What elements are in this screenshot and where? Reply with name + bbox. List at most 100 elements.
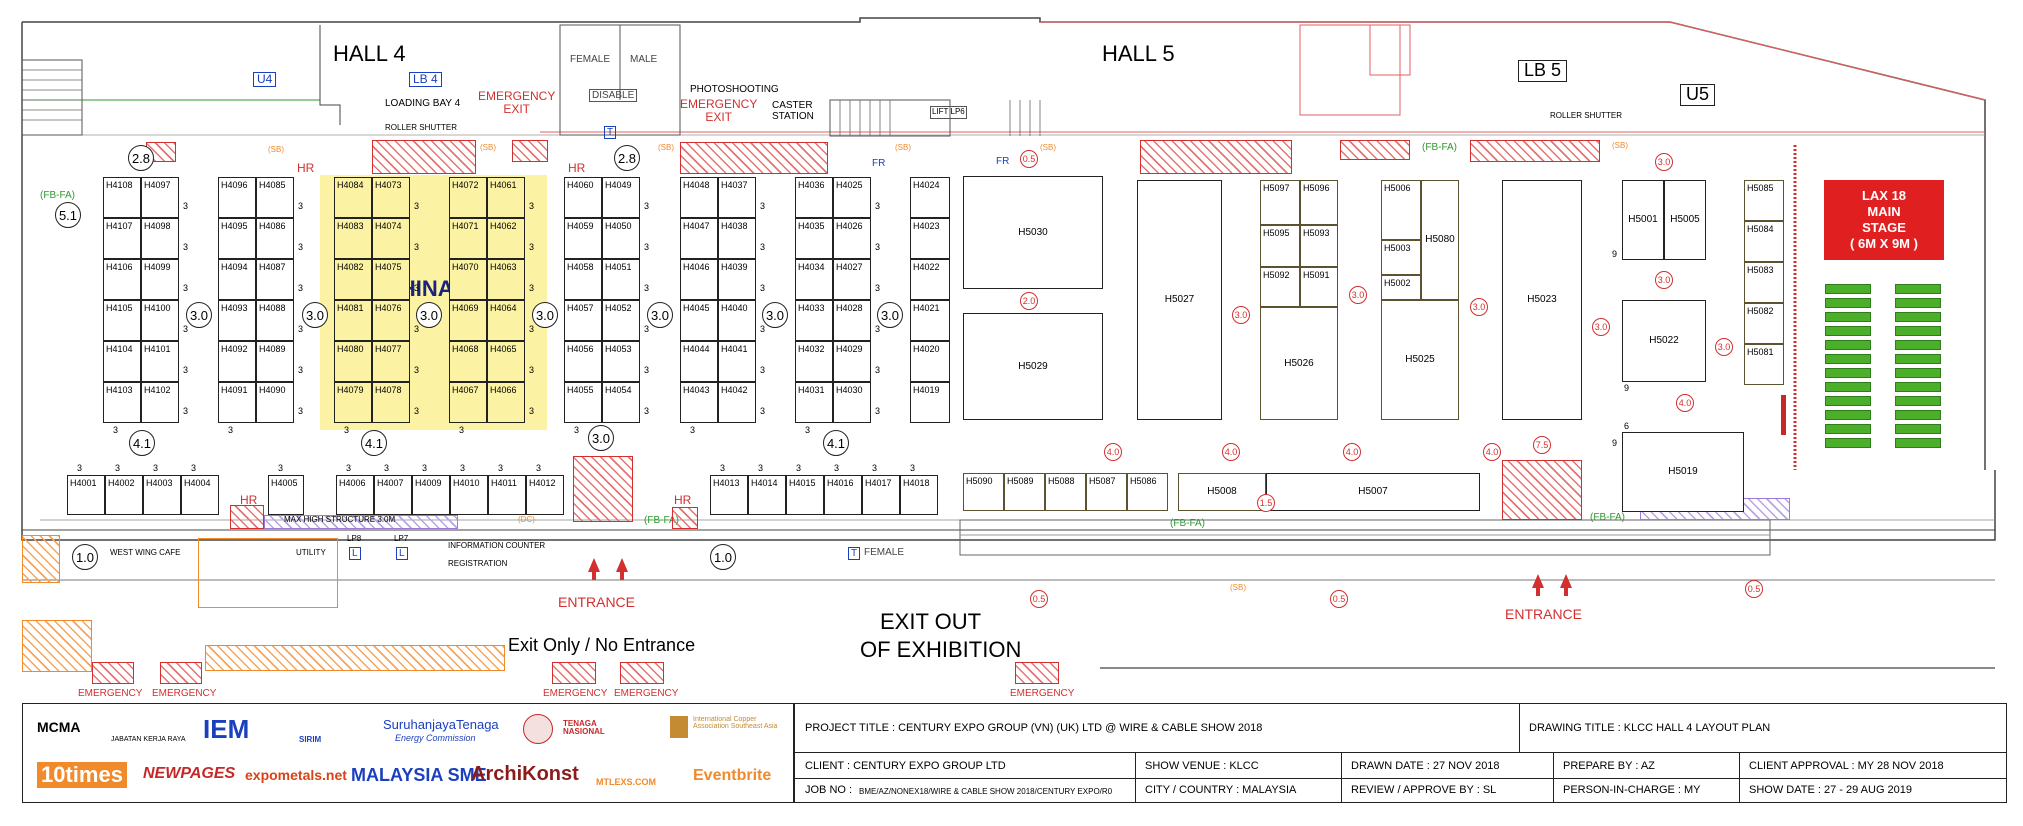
booth-h4033: H4033 — [795, 300, 833, 341]
dimension-number: 3 — [536, 463, 542, 473]
booth-h5023: H5023 — [1502, 180, 1582, 420]
booth-h4016: H4016 — [824, 475, 862, 515]
loading-bay-label: LOADING BAY 4 — [385, 98, 461, 109]
logo-newpages: NEWPAGES — [143, 765, 236, 782]
dimension-number: 3 — [760, 242, 766, 252]
dimension-number: 3 — [298, 406, 304, 416]
logo-malaysia-sme: MALAYSIA SME — [351, 765, 487, 785]
booth-h4037: H4037 — [718, 177, 756, 218]
exit-only-label: Exit Only / No Entrance — [508, 635, 696, 655]
booth-h4106: H4106 — [103, 259, 141, 300]
booth-h5008: H5008 — [1178, 473, 1266, 511]
dimension-circle: 1.0 — [72, 544, 98, 570]
dimension-number: 3 — [191, 463, 197, 473]
review-approve-field: REVIEW / APPROVE BY : SL — [1351, 784, 1497, 796]
hatched-area — [160, 662, 202, 684]
booth-h4092: H4092 — [218, 341, 256, 382]
hatched-area — [672, 507, 698, 529]
dimension-number: 3 — [875, 406, 881, 416]
hatched-area — [680, 142, 828, 174]
booth-h4018: H4018 — [900, 475, 938, 515]
dimension-number: 9 — [1624, 383, 1630, 393]
logo-jkr: JABATAN KERJA RAYA — [111, 736, 186, 743]
booth-h5089: H5089 — [1004, 473, 1045, 511]
roller-shutter-label-hall5: ROLLER SHUTTER — [1550, 111, 1623, 120]
seat-row — [1825, 354, 1871, 364]
logo-energy-commission: Energy Commission — [395, 733, 476, 743]
prepare-by-field: PREPARE BY : AZ — [1563, 760, 1655, 772]
booth-h5080: H5080 — [1421, 180, 1459, 300]
emergency-label: EMERGENCY — [1010, 688, 1075, 699]
dimension-number: 3 — [298, 242, 304, 252]
job-no-label: JOB NO : — [805, 784, 853, 796]
dimension-circle: 3.0 — [588, 425, 614, 451]
booth-h4070: H4070 — [449, 259, 487, 300]
seat-row — [1895, 438, 1941, 448]
dimension-circle: 4.0 — [1676, 394, 1694, 412]
booth-h5007: H5007 — [1266, 473, 1480, 511]
emergency-label: EMERGENCY — [152, 688, 217, 699]
booth-h5005: H5005 — [1664, 180, 1706, 260]
hatched-area — [205, 645, 505, 671]
hatched-area — [230, 505, 264, 529]
booth-h5082: H5082 — [1744, 303, 1784, 344]
dimension-circle: 4.0 — [1222, 443, 1240, 461]
booth-h4019: H4019 — [910, 382, 950, 423]
booth-h4056: H4056 — [564, 341, 602, 382]
seat-row — [1825, 298, 1871, 308]
booth-h4001: H4001 — [67, 475, 105, 515]
booth-h4107: H4107 — [103, 218, 141, 259]
booth-h4015: H4015 — [786, 475, 824, 515]
female-toilet-label: FEMALE — [570, 54, 611, 65]
hatched-area — [1502, 460, 1582, 520]
sb-marker: (SB) — [268, 145, 284, 154]
information-counter-label: INFORMATION COUNTER — [448, 541, 546, 550]
booth-h4022: H4022 — [910, 259, 950, 300]
booth-h5022: H5022 — [1622, 300, 1706, 382]
dimension-circle: 3.0 — [647, 302, 673, 328]
booth-h4087: H4087 — [256, 259, 294, 300]
booth-h4005: H4005 — [268, 475, 304, 515]
dimension-circle: 3.0 — [1655, 153, 1673, 171]
of-exhibition-label: OF EXHIBITION — [860, 637, 1022, 662]
disable-toilet-label: DISABLE — [589, 89, 638, 102]
booth-h4040: H4040 — [718, 300, 756, 341]
dimension-number: 3 — [298, 283, 304, 293]
project-title: PROJECT TITLE : CENTURY EXPO GROUP (VN) … — [805, 722, 1263, 734]
booth-h4101: H4101 — [141, 341, 179, 382]
dimension-circle: 3.0 — [1592, 318, 1610, 336]
booth-h4042: H4042 — [718, 382, 756, 423]
booth-h5092: H5092 — [1260, 267, 1300, 307]
dimension-number: 3 — [760, 365, 766, 375]
booth-h4099: H4099 — [141, 259, 179, 300]
seat-row — [1895, 368, 1941, 378]
dimension-number: 3 — [758, 463, 764, 473]
booth-h4043: H4043 — [680, 382, 718, 423]
dimension-number: 3 — [690, 425, 696, 435]
booth-h4075: H4075 — [372, 259, 410, 300]
dimension-circle: 2.8 — [614, 145, 640, 171]
dimension-number: 3 — [529, 324, 535, 334]
male-toilet-label: MALE — [630, 54, 658, 65]
dimension-circle: 3.0 — [1655, 271, 1673, 289]
seat-row — [1895, 396, 1941, 406]
emergency-label: EMERGENCY — [543, 688, 608, 699]
fb-fa-marker: (FB-FA) — [1422, 142, 1457, 153]
drawing-title: DRAWING TITLE : KLCC HALL 4 LAYOUT PLAN — [1529, 722, 1771, 734]
sb-marker: (SB) — [1612, 141, 1628, 150]
dimension-circle: 3.0 — [416, 302, 442, 328]
fr-marker: FR — [872, 158, 886, 169]
max-high-structure-label: MAX HIGH STRUCTURE 3.0M — [284, 515, 396, 524]
hr-marker: HR — [297, 161, 315, 175]
dimension-number: 3 — [720, 463, 726, 473]
dimension-number: 3 — [529, 242, 535, 252]
hatched-area — [22, 535, 60, 583]
sb-marker: (SB) — [1230, 583, 1246, 592]
dimension-number: 3 — [760, 406, 766, 416]
client-field: CLIENT : CENTURY EXPO GROUP LTD — [805, 760, 1006, 772]
title-block: MCMA JABATAN KERJA RAYA IEM SIRIM Suruha… — [22, 703, 2007, 803]
dimension-circle: 2.0 — [1020, 292, 1038, 310]
seat-row — [1825, 312, 1871, 322]
seat-row — [1825, 340, 1871, 350]
